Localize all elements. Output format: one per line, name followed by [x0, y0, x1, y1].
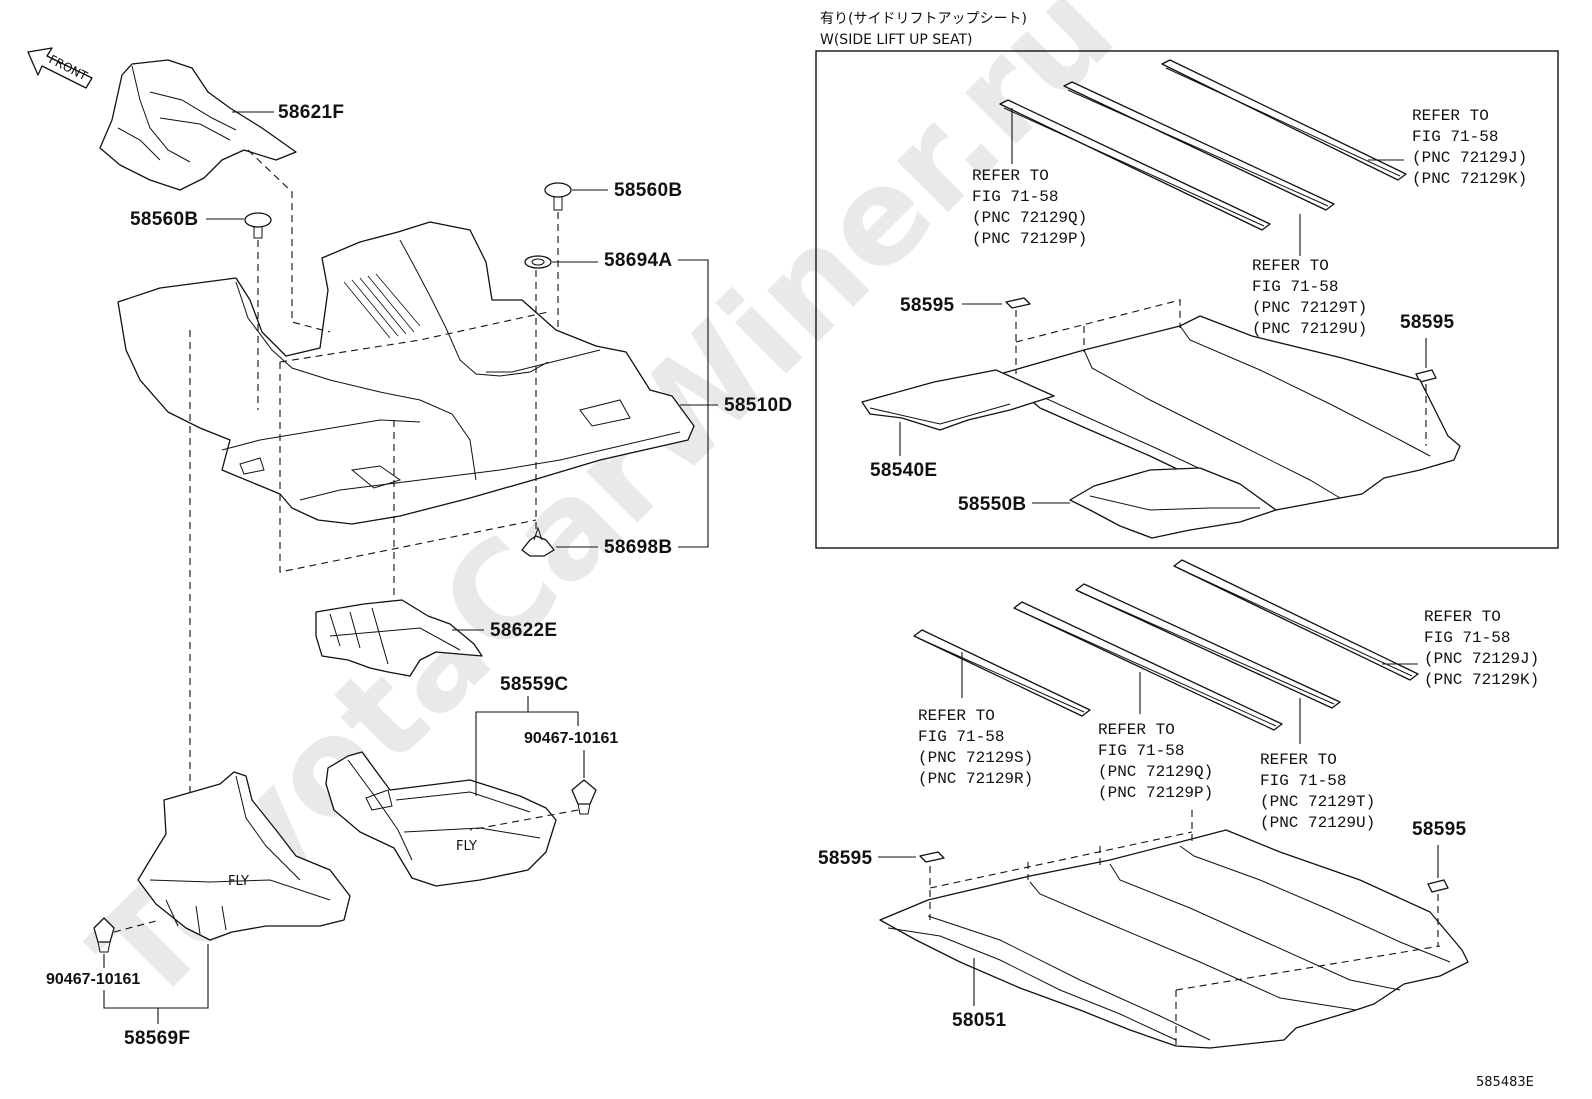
svg-text:(PNC 72129K): (PNC 72129K)	[1424, 671, 1539, 689]
inset-header-japanese: 有り(サイドリフトアップシート)	[820, 11, 1027, 27]
svg-text:(PNC 72129J): (PNC 72129J)	[1412, 149, 1527, 167]
inset-reference-a: REFER TO FIG 71-58 (PNC 72129Q) (PNC 721…	[972, 167, 1087, 248]
inset-rail-a-shape	[999, 99, 1271, 231]
clip-90467-lower-shape	[93, 917, 115, 953]
clip-58560b-left-shape	[244, 212, 272, 239]
part-number-58510d: 58510D	[724, 395, 792, 416]
svg-text:FIG 71-58: FIG 71-58	[1412, 128, 1498, 146]
inset-reference-b: REFER TO FIG 71-58 (PNC 72129T) (PNC 721…	[1252, 257, 1367, 338]
lower-rail-c-shape	[1075, 583, 1341, 709]
part-number-58550b: 58550B	[958, 494, 1026, 515]
clip-58698b-shape	[521, 526, 555, 557]
inset-rail-c-shape	[1161, 59, 1407, 181]
front-arrow-icon	[27, 47, 93, 89]
svg-text:FIG 71-58: FIG 71-58	[1098, 742, 1184, 760]
grommet-58694a-shape	[524, 255, 552, 269]
svg-text:REFER TO: REFER TO	[918, 707, 995, 725]
svg-text:REFER TO: REFER TO	[1412, 107, 1489, 125]
mat-58550b-shape	[1069, 467, 1277, 539]
svg-text:(PNC 72129T): (PNC 72129T)	[1252, 299, 1367, 317]
part-number-58621f: 58621F	[278, 102, 344, 123]
lower-rail-d-shape	[1173, 559, 1419, 681]
silencer-58621f-shape	[99, 59, 297, 191]
svg-text:(PNC 72129Q): (PNC 72129Q)	[1098, 763, 1213, 781]
part-number-58595-inset-left: 58595	[900, 295, 954, 316]
part-number-58569f: 58569F	[124, 1028, 190, 1049]
svg-text:(PNC 72129U): (PNC 72129U)	[1252, 320, 1367, 338]
svg-text:FIG 71-58: FIG 71-58	[1260, 772, 1346, 790]
lower-reference-c: REFER TO FIG 71-58 (PNC 72129T) (PNC 721…	[1260, 751, 1375, 832]
svg-text:REFER TO: REFER TO	[1424, 608, 1501, 626]
illustration-id: 585483E	[1476, 1075, 1534, 1090]
part-number-58694a: 58694A	[604, 250, 672, 271]
part-number-58595-lower-left: 58595	[818, 848, 872, 869]
inset-box	[815, 50, 1559, 549]
svg-text:REFER TO: REFER TO	[1252, 257, 1329, 275]
floor-mat-58051-shape	[879, 829, 1469, 1049]
svg-text:FIG 71-58: FIG 71-58	[1424, 629, 1510, 647]
clip-58560b-right-shape	[544, 182, 572, 211]
svg-text:(PNC 72129P): (PNC 72129P)	[1098, 784, 1213, 802]
part-number-58595-inset-right: 58595	[1400, 312, 1454, 333]
silencer-58559c-shape: FLY	[325, 751, 557, 887]
inset-reference-c: REFER TO FIG 71-58 (PNC 72129J) (PNC 721…	[1412, 107, 1527, 188]
part-number-90467-upper: 90467-10161	[524, 730, 618, 747]
svg-text:REFER TO: REFER TO	[1260, 751, 1337, 769]
inset-rail-b-shape	[1063, 81, 1335, 211]
part-number-58560b-right: 58560B	[614, 180, 682, 201]
part-number-58698b: 58698B	[604, 537, 672, 558]
part-number-58595-lower-right: 58595	[1412, 819, 1466, 840]
svg-text:(PNC 72129R): (PNC 72129R)	[918, 770, 1033, 788]
clip-90467-upper-shape	[571, 779, 597, 815]
silencer-58569f-shape: FLY	[137, 771, 351, 941]
inset-header-english: W(SIDE LIFT UP SEAT)	[820, 32, 973, 48]
part-number-58560b-left: 58560B	[130, 209, 198, 230]
part-number-58622e: 58622E	[490, 620, 557, 641]
inset-floor-mat-shape	[999, 315, 1461, 511]
svg-text:(PNC 72129T): (PNC 72129T)	[1260, 793, 1375, 811]
part-number-90467-lower: 90467-10161	[46, 971, 140, 988]
part-number-58540e: 58540E	[870, 460, 937, 481]
svg-text:FIG 71-58: FIG 71-58	[972, 188, 1058, 206]
part-number-58051: 58051	[952, 1010, 1006, 1031]
svg-text:(PNC 72129P): (PNC 72129P)	[972, 230, 1087, 248]
svg-text:(PNC 72129K): (PNC 72129K)	[1412, 170, 1527, 188]
part-number-58559c: 58559C	[500, 674, 568, 695]
svg-text:FLY: FLY	[456, 839, 477, 854]
svg-text:FIG 71-58: FIG 71-58	[918, 728, 1004, 746]
svg-text:(PNC 72129U): (PNC 72129U)	[1260, 814, 1375, 832]
lower-rail-b-shape	[1013, 601, 1283, 731]
mat-58540e-shape	[861, 369, 1055, 431]
svg-text:REFER TO: REFER TO	[972, 167, 1049, 185]
silencer-58622e-shape	[315, 599, 483, 677]
lower-clip-right-shape	[1427, 879, 1449, 893]
svg-text:(PNC 72129S): (PNC 72129S)	[918, 749, 1033, 767]
inset-clip-left-shape	[1005, 297, 1031, 309]
lower-reference-b: REFER TO FIG 71-58 (PNC 72129Q) (PNC 721…	[1098, 721, 1213, 802]
svg-text:(PNC 72129Q): (PNC 72129Q)	[972, 209, 1087, 227]
svg-text:REFER TO: REFER TO	[1098, 721, 1175, 739]
lower-clip-left-shape	[919, 851, 945, 863]
lower-reference-a: REFER TO FIG 71-58 (PNC 72129S) (PNC 721…	[918, 707, 1033, 788]
svg-text:FLY: FLY	[228, 874, 249, 889]
svg-text:FIG 71-58: FIG 71-58	[1252, 278, 1338, 296]
lower-rail-a-shape	[913, 629, 1091, 717]
svg-text:(PNC 72129J): (PNC 72129J)	[1424, 650, 1539, 668]
lower-reference-d: REFER TO FIG 71-58 (PNC 72129J) (PNC 721…	[1424, 608, 1539, 689]
